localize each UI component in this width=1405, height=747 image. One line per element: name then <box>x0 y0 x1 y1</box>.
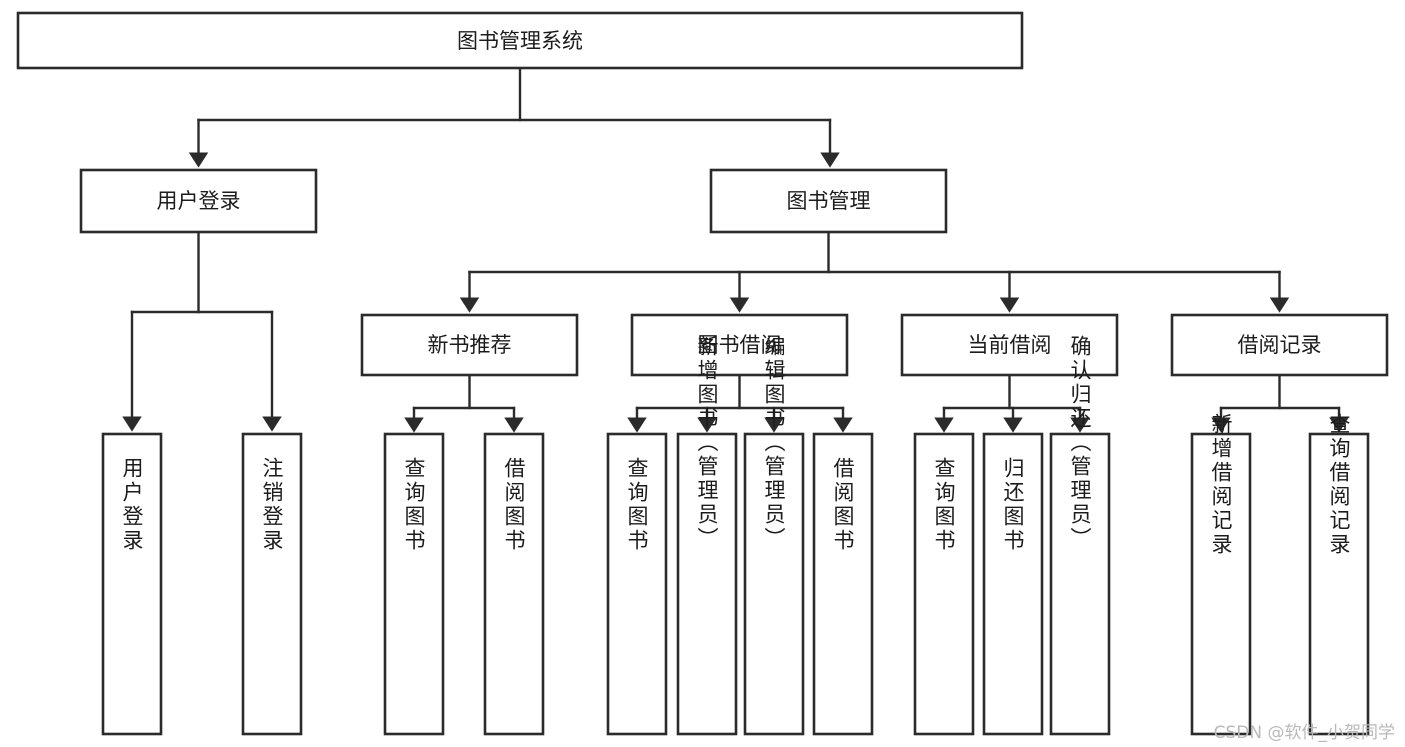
node-leaf-query-record-label: 查询借阅记录 <box>1327 413 1351 557</box>
node-leaf-borrow-book-1[interactable]: 借阅图书 <box>483 432 545 736</box>
node-leaf-user-login[interactable]: 用户登录 <box>101 432 163 736</box>
node-leaf-query-book-1-label: 查询图书 <box>402 457 426 553</box>
node-new-book-recommend[interactable]: 新书推荐 <box>360 313 579 377</box>
node-leaf-borrow-book-2-label: 借阅图书 <box>831 457 855 553</box>
node-root[interactable]: 图书管理系统 <box>16 11 1024 70</box>
node-book-manage-label: 图书管理 <box>787 189 871 213</box>
node-book-borrow[interactable]: 图书借阅 <box>630 313 849 377</box>
node-leaf-return-book-label: 归还图书 <box>1001 457 1025 553</box>
node-leaf-add-book-label: 新增图书（管理员） <box>695 335 719 551</box>
node-leaf-return-book[interactable]: 归还图书 <box>982 432 1044 736</box>
node-leaf-user-logout[interactable]: 注销登录 <box>241 432 303 736</box>
csdn-watermark: CSDN @软件_小贺同学 <box>1213 723 1395 743</box>
node-leaf-query-record[interactable]: 查询借阅记录 <box>1308 413 1370 736</box>
node-user-login-label: 用户登录 <box>157 189 241 213</box>
node-leaf-query-book-3-box[interactable] <box>913 432 975 736</box>
node-book-manage-box[interactable] <box>709 168 948 234</box>
node-book-borrow-box[interactable] <box>630 313 849 377</box>
node-leaf-user-logout-label: 注销登录 <box>260 457 284 553</box>
node-leaf-add-record[interactable]: 新增借阅记录 <box>1190 413 1252 736</box>
node-leaf-borrow-book-1-box[interactable] <box>483 432 545 736</box>
node-user-login-box[interactable] <box>79 168 318 234</box>
node-leaf-confirm-return-label: 确认归还（管理员） <box>1068 335 1092 551</box>
node-book-manage[interactable]: 图书管理 <box>709 168 948 234</box>
node-leaf-query-book-3-label: 查询图书 <box>932 457 956 553</box>
node-leaf-query-record-box[interactable] <box>1308 432 1370 736</box>
node-leaf-edit-book-box[interactable] <box>743 432 805 736</box>
node-leaf-borrow-book-1-label: 借阅图书 <box>502 457 526 553</box>
node-root-box[interactable] <box>16 11 1024 70</box>
node-leaf-return-book-box[interactable] <box>982 432 1044 736</box>
node-leaf-add-book-box[interactable] <box>676 432 738 736</box>
node-leaf-user-login-box[interactable] <box>101 432 163 736</box>
node-current-borrow-box[interactable] <box>900 313 1119 377</box>
node-leaf-confirm-return[interactable]: 确认归还（管理员） <box>1049 335 1111 736</box>
node-leaf-query-book-2-label: 查询图书 <box>625 457 649 553</box>
node-leaf-edit-book[interactable]: 编辑图书（管理员） <box>743 335 805 736</box>
node-leaf-confirm-return-box[interactable] <box>1049 432 1111 736</box>
node-current-borrow[interactable]: 当前借阅 <box>900 313 1119 377</box>
node-root-label: 图书管理系统 <box>457 29 583 53</box>
node-leaf-query-book-2[interactable]: 查询图书 <box>606 432 668 736</box>
node-leaf-query-book-2-box[interactable] <box>606 432 668 736</box>
node-leaf-add-book[interactable]: 新增图书（管理员） <box>676 335 738 736</box>
node-borrow-record-box[interactable] <box>1170 313 1389 377</box>
node-leaf-user-logout-box[interactable] <box>241 432 303 736</box>
node-leaf-query-book-1[interactable]: 查询图书 <box>383 432 445 736</box>
node-borrow-record-label: 借阅记录 <box>1238 333 1322 357</box>
node-borrow-record[interactable]: 借阅记录 <box>1170 313 1389 377</box>
node-leaf-borrow-book-2-box[interactable] <box>812 432 874 736</box>
connector-group <box>122 66 1349 433</box>
node-leaf-add-record-box[interactable] <box>1190 432 1252 736</box>
node-leaf-user-login-label: 用户登录 <box>120 457 144 553</box>
node-current-borrow-label: 当前借阅 <box>968 333 1052 357</box>
node-leaf-add-record-label: 新增借阅记录 <box>1209 413 1233 557</box>
node-leaf-edit-book-label: 编辑图书（管理员） <box>762 335 786 551</box>
node-book-borrow-label: 图书借阅 <box>698 333 782 357</box>
node-leaf-borrow-book-2[interactable]: 借阅图书 <box>812 432 874 736</box>
node-leaf-query-book-3[interactable]: 查询图书 <box>913 432 975 736</box>
node-new-book-recommend-label: 新书推荐 <box>428 333 512 357</box>
node-new-book-recommend-box[interactable] <box>360 313 579 377</box>
node-leaf-query-book-1-box[interactable] <box>383 432 445 736</box>
node-user-login[interactable]: 用户登录 <box>79 168 318 234</box>
